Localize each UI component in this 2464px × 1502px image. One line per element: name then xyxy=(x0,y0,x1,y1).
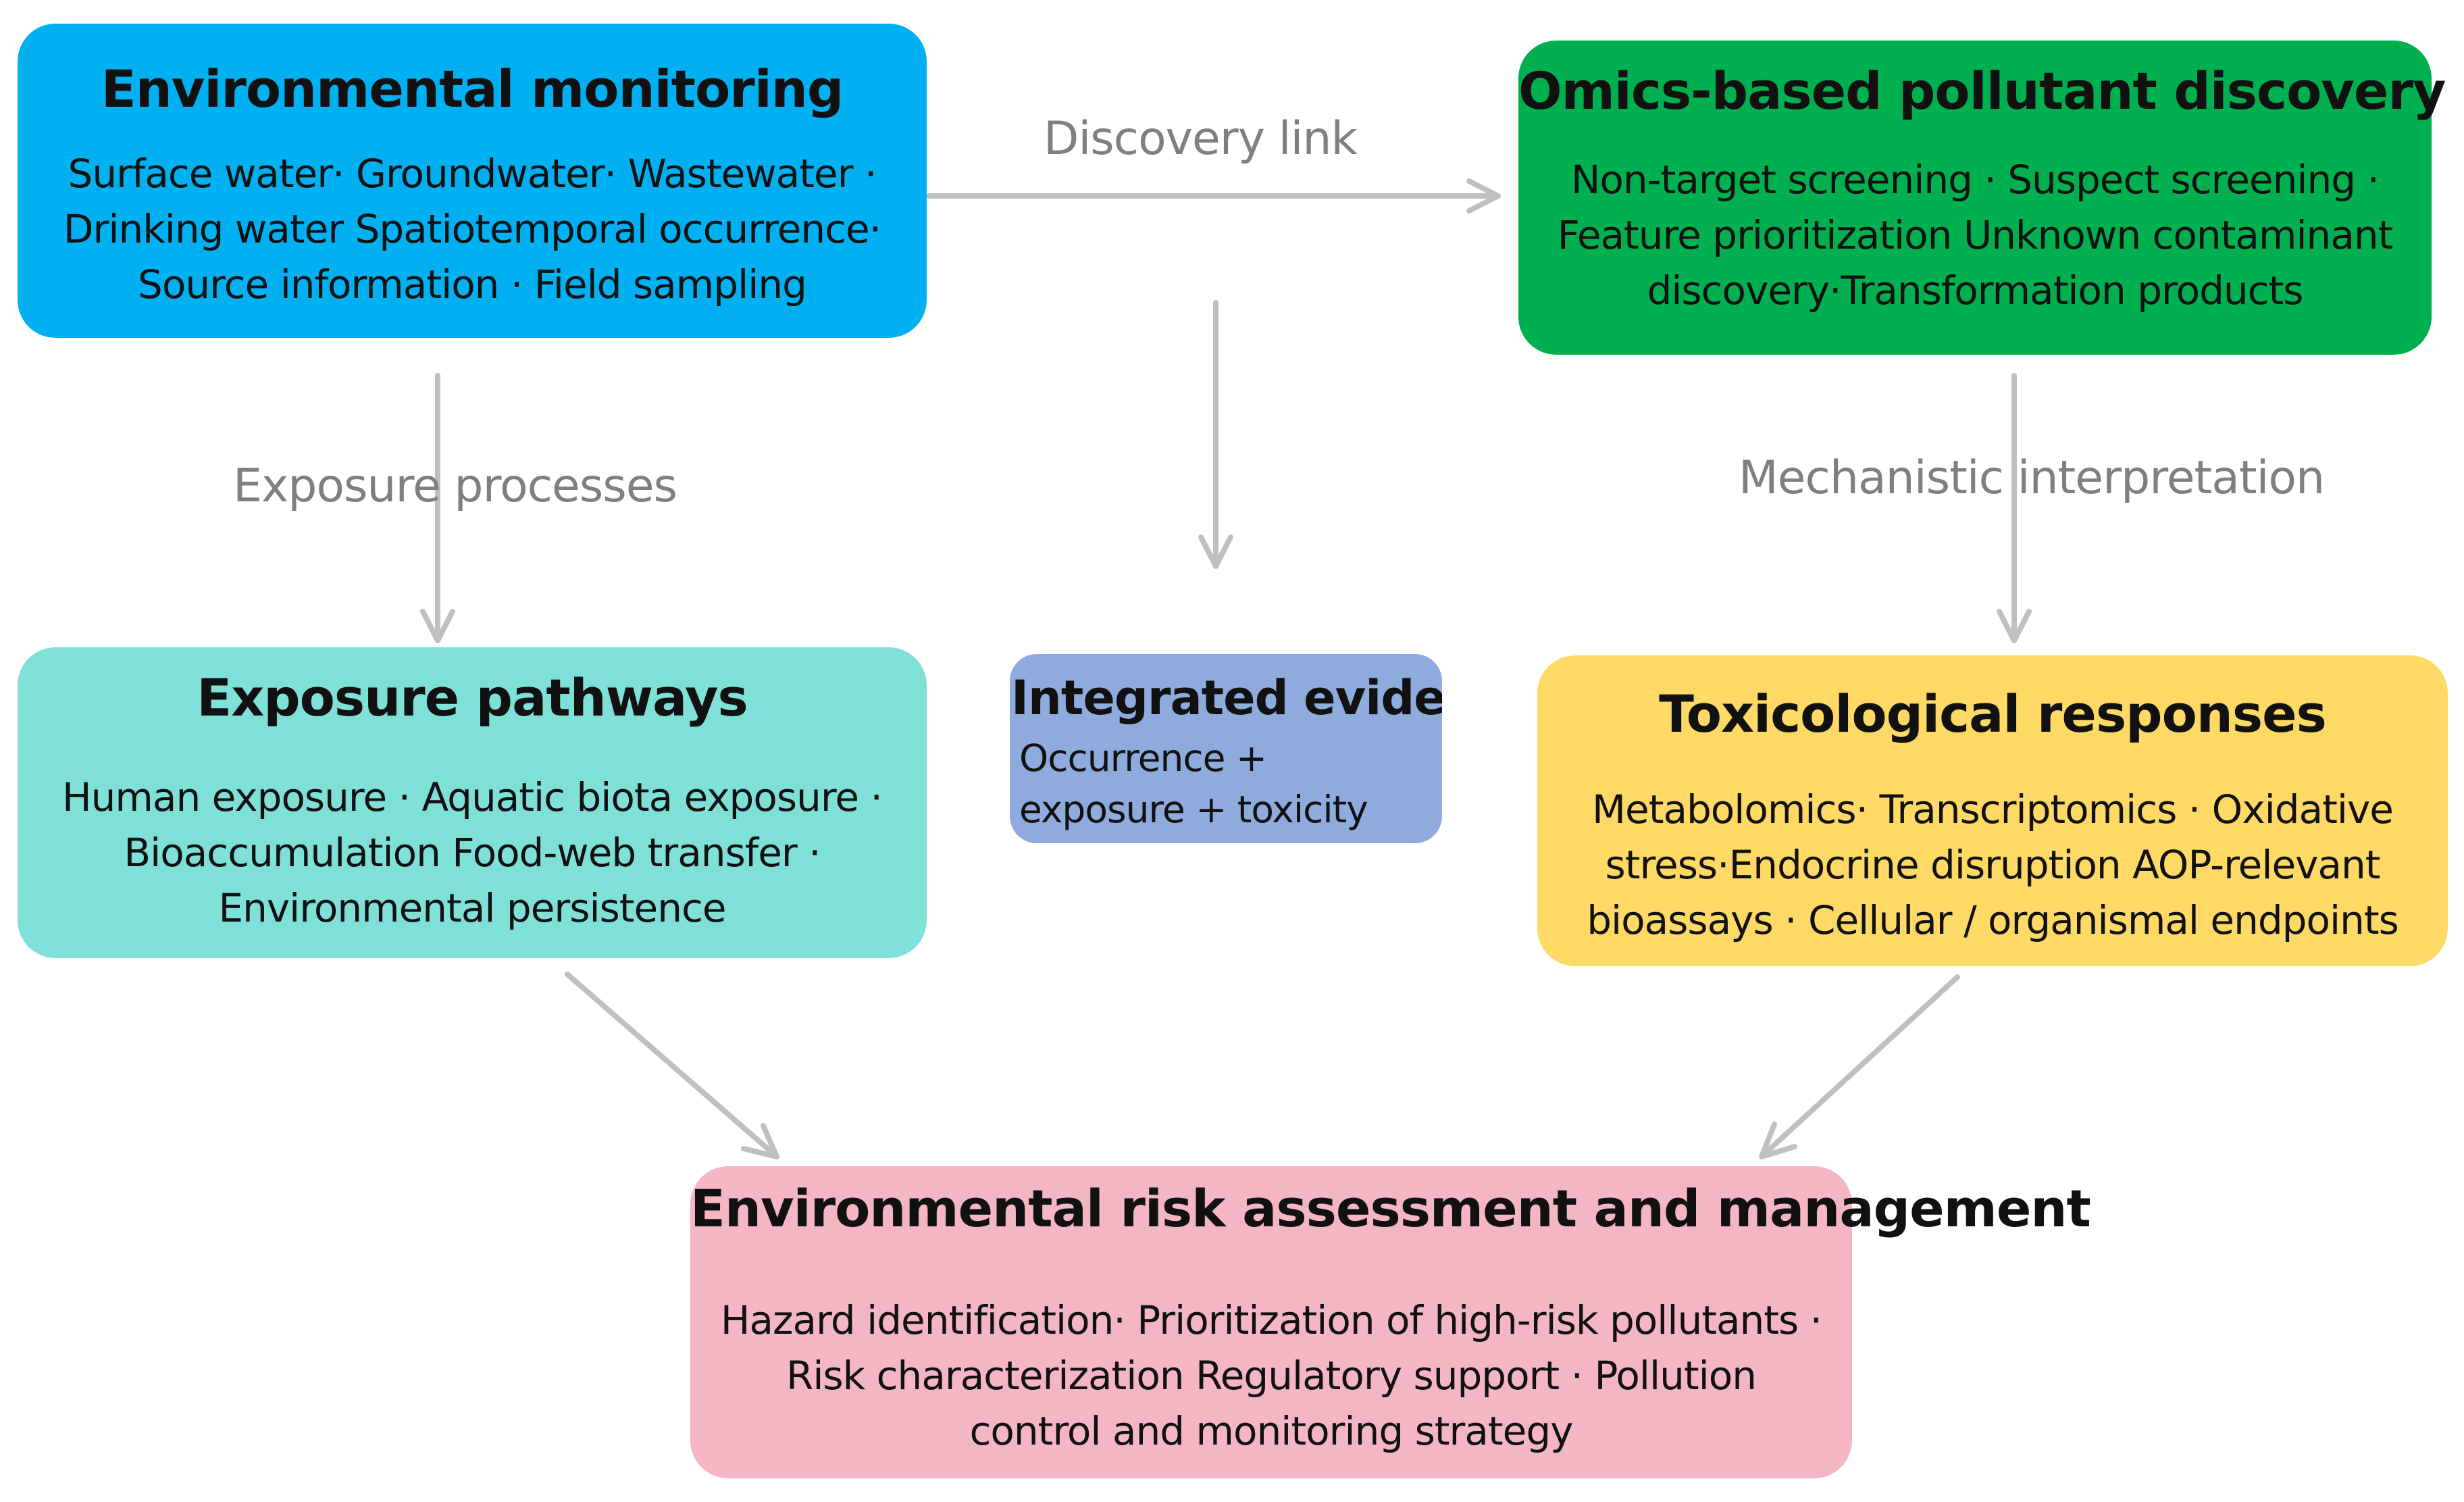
environmental-monitoring-line: Surface water· Groundwater· Wastewater · xyxy=(68,151,877,197)
risk-assessment-box: Environmental risk assessment and manage… xyxy=(690,1166,2091,1478)
integrated-evidence-box: Integrated evidenc Occurrence + exposure… xyxy=(1010,654,1442,843)
arrow-to-integrated-evidence xyxy=(1198,300,1233,569)
label-mechanistic-interpretation: Mechanistic interpretation xyxy=(1739,451,2325,505)
label-discovery-link: Discovery link xyxy=(1044,112,1358,166)
toxicological-responses-line: stress·Endocrine disruption AOP-relevant xyxy=(1605,842,2381,888)
omics-discovery-title: Omics-based pollutant discovery xyxy=(1518,61,2446,121)
toxicological-responses-title: Toxicological responses xyxy=(1659,684,2327,744)
environmental-monitoring-box: Environmental monitoring Surface water· … xyxy=(18,24,927,338)
toxicological-responses-box: Toxicological responses Metabolomics· Tr… xyxy=(1537,655,2448,966)
arrow-discovery-link xyxy=(926,178,1501,214)
exposure-pathways-line: Bioaccumulation Food-web transfer · xyxy=(124,830,821,876)
exposure-pathways-line: Environmental persistence xyxy=(218,885,726,931)
integrated-evidence-title: Integrated evidenc xyxy=(1011,670,1442,726)
toxicological-responses-body: Metabolomics· Transcriptomics · Oxidativ… xyxy=(1537,782,2448,948)
risk-assessment-line: Risk characterization Regulatory support… xyxy=(786,1353,1757,1399)
risk-assessment-body: Hazard identification· Prioritization of… xyxy=(690,1293,1852,1459)
exposure-pathways-line: Human exposure · Aquatic biota exposure … xyxy=(62,774,883,820)
arrow-exposure-to-risk xyxy=(565,972,779,1159)
toxicological-responses-line: bioassays · Cellular / organismal endpoi… xyxy=(1587,897,2399,943)
environmental-monitoring-title: Environmental monitoring xyxy=(101,59,844,119)
arrow-mechanistic-interpretation xyxy=(1997,373,2032,643)
omics-discovery-body: Non-target screening · Suspect screening… xyxy=(1518,152,2432,318)
integrated-evidence-line: Occurrence + xyxy=(1019,736,1267,780)
exposure-pathways-body: Human exposure · Aquatic biota exposure … xyxy=(18,770,927,936)
risk-assessment-line: Hazard identification· Prioritization of… xyxy=(720,1297,1822,1343)
toxicological-responses-line: Metabolomics· Transcriptomics · Oxidativ… xyxy=(1591,786,2394,832)
omics-discovery-line: discovery·Transformation products xyxy=(1647,268,2303,314)
arrow-exposure-processes xyxy=(420,373,455,643)
environmental-monitoring-line: Source information · Field sampling xyxy=(138,261,807,307)
environmental-monitoring-line: Drinking water Spatiotemporal occurrence… xyxy=(63,206,881,252)
integrated-evidence-body: Occurrence + exposure + toxicity xyxy=(1019,732,1442,835)
risk-assessment-line: control and monitoring strategy xyxy=(969,1408,1573,1454)
exposure-pathways-title: Exposure pathways xyxy=(197,668,748,728)
omics-discovery-line: Feature prioritization Unknown contamina… xyxy=(1557,212,2394,258)
label-exposure-processes: Exposure processes xyxy=(233,459,677,513)
environmental-monitoring-body: Surface water· Groundwater· Wastewater ·… xyxy=(18,146,927,312)
omics-discovery-box: Omics-based pollutant discovery Non-targ… xyxy=(1518,41,2446,355)
omics-discovery-line: Non-target screening · Suspect screening… xyxy=(1571,157,2380,203)
integrated-evidence-line: exposure + toxicity xyxy=(1019,788,1368,831)
risk-assessment-title: Environmental risk assessment and manage… xyxy=(690,1178,2091,1238)
arrow-toxicological-to-risk xyxy=(1759,974,1960,1159)
exposure-pathways-box: Exposure pathways Human exposure · Aquat… xyxy=(18,647,927,958)
